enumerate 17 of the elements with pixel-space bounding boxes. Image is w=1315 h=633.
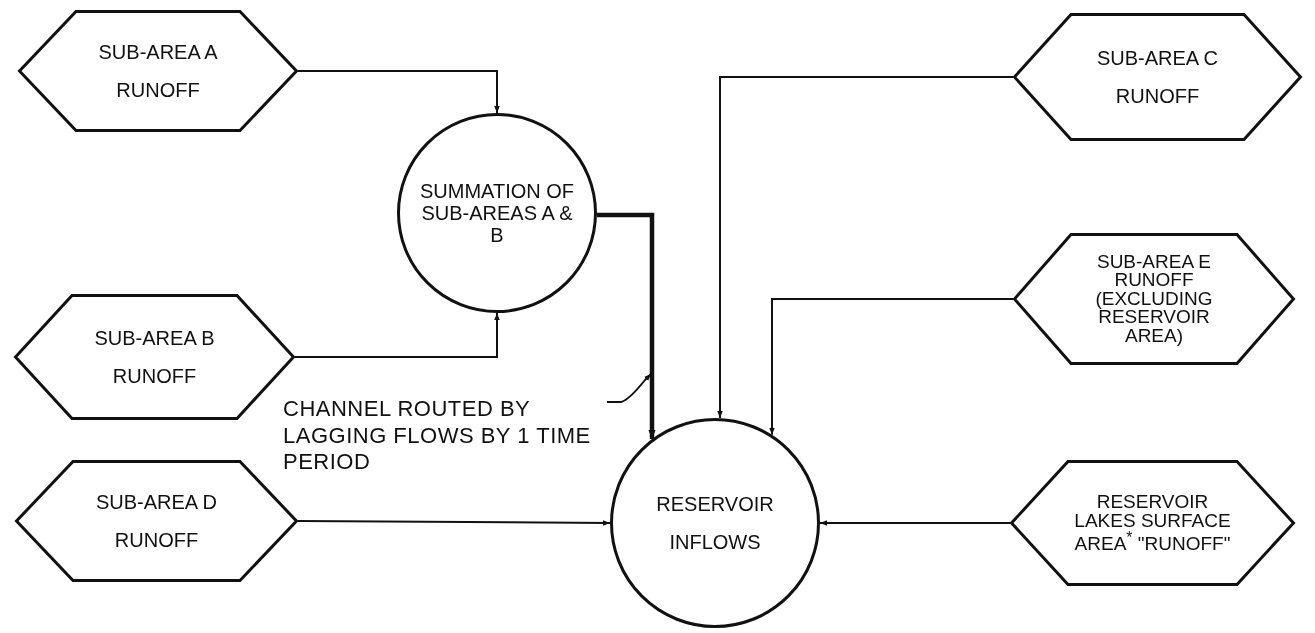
node-label: SUB-AREA C RUNOFF: [1095, 46, 1220, 109]
arrow: [297, 520, 611, 526]
node-label: SUB-AREA D RUNOFF: [94, 490, 219, 553]
arrow: [294, 312, 500, 358]
arrow: [819, 520, 1011, 526]
arrow: [717, 76, 1014, 420]
node-label: SUB-AREA A RUNOFF: [97, 40, 219, 103]
annotation-text: CHANNEL ROUTED BY LAGGING FLOWS BY 1 TIME PERIOD: [283, 396, 592, 476]
node-label: RESERVOIR INFLOWS: [655, 492, 775, 555]
leader-line: [606, 373, 652, 403]
arrow: [297, 70, 500, 114]
arrow: [597, 212, 656, 439]
node-label: SUMMATION OF SUB-AREAS A & B: [418, 180, 576, 246]
arrow: [769, 298, 1014, 436]
node-label: SUB-AREA E RUNOFF (EXCLUDING RESERVOIR AREA): [1094, 252, 1214, 346]
node-label: RESERVOIR LAKES SURFACE AREA$^{*}$ "RUNOFF": [1073, 492, 1232, 554]
node-label: SUB-AREA B RUNOFF: [93, 326, 216, 389]
